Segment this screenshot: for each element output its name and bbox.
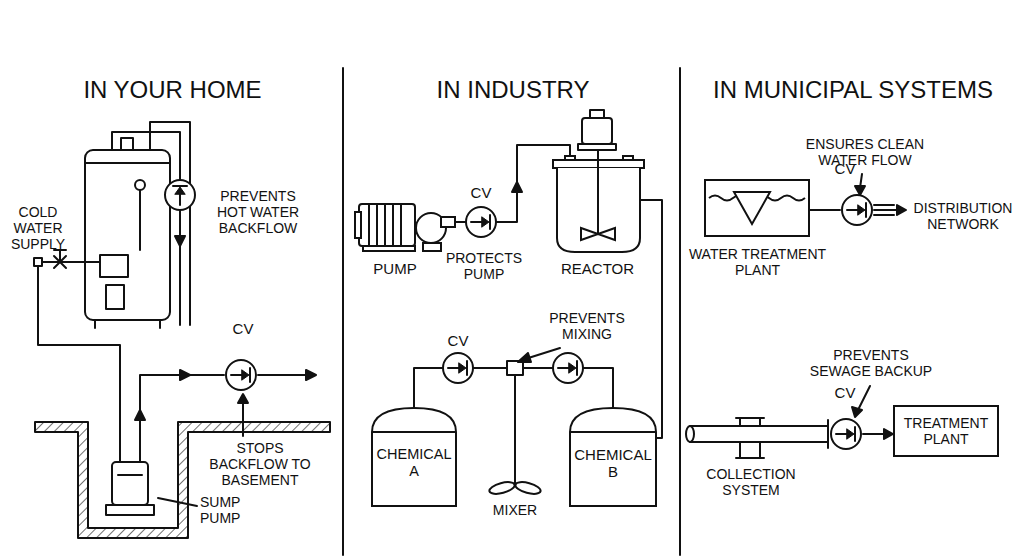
callout-label: COLD WATER SUPPLY xyxy=(4,204,72,252)
panel-heading: IN MUNICIPAL SYSTEMS xyxy=(688,76,1018,104)
sump-pump xyxy=(106,462,154,515)
collection-pipe xyxy=(686,418,893,458)
leader-line xyxy=(855,174,865,195)
ground-hatch xyxy=(35,422,330,538)
leader-line xyxy=(518,348,560,362)
panel-heading: IN INDUSTRY xyxy=(368,76,658,104)
pipe-connector xyxy=(640,200,662,438)
panel-divider xyxy=(343,68,680,555)
valve-tag: CV xyxy=(228,320,258,337)
check-valve xyxy=(553,353,583,383)
node-text: REACTOR xyxy=(545,260,650,277)
check-valve xyxy=(226,360,256,390)
callout-label: DISTRIBUTION NETWORK xyxy=(906,200,1020,232)
treatment-plant-box: TREATMENT PLANT xyxy=(893,405,999,457)
node-text: TREATMENT PLANT xyxy=(898,415,994,447)
discharge-pipe xyxy=(135,370,316,462)
node-text: CHEMICAL B xyxy=(574,446,652,481)
callout-label: ENSURES CLEAN WATER FLOW xyxy=(794,136,936,168)
water-heater xyxy=(85,138,170,328)
valve-tag: CV xyxy=(830,160,860,177)
valve-tag: CV xyxy=(830,384,860,401)
leader-line xyxy=(158,394,248,506)
callout-label: PREVENTS SEWAGE BACKUP xyxy=(806,347,936,379)
callout-label: PREVENTS HOT WATER BACKFLOW xyxy=(206,188,310,236)
callout-label: SUMP PUMP xyxy=(200,494,252,526)
check-valve xyxy=(165,180,195,210)
check-valve xyxy=(842,195,872,225)
node-text: PUMP xyxy=(355,260,435,277)
pump: PUMP xyxy=(355,198,455,280)
reactor-motor xyxy=(578,110,616,150)
callout-label: PROTECTS PUMP xyxy=(436,250,532,282)
flow-arrow xyxy=(512,182,522,192)
callout-label: COLLECTION SYSTEM xyxy=(696,466,806,498)
valve-tag: CV xyxy=(443,332,473,349)
callout-label: MIXER xyxy=(480,502,550,518)
valve-tag: CV xyxy=(466,184,496,201)
callout-label: STOPS BACKFLOW TO BASEMENT xyxy=(198,440,322,488)
check-valve xyxy=(466,207,496,237)
chemical-tank: CHEMICAL B xyxy=(570,408,656,506)
chemical-tank: CHEMICAL A xyxy=(372,408,456,506)
check-valve xyxy=(443,353,473,383)
treatment-plant-box: WATER TREATMENT PLANT xyxy=(680,178,835,286)
hot-water-pipe xyxy=(112,122,190,325)
mixer xyxy=(488,361,542,496)
panel-heading: IN YOUR HOME xyxy=(30,76,315,104)
reactor-vessel: REACTOR xyxy=(545,150,650,282)
node-text: CHEMICAL A xyxy=(376,446,452,479)
callout-label: PREVENTS MIXING xyxy=(538,310,636,342)
node-text: WATER TREATMENT PLANT xyxy=(680,246,835,278)
check-valve xyxy=(831,419,861,449)
